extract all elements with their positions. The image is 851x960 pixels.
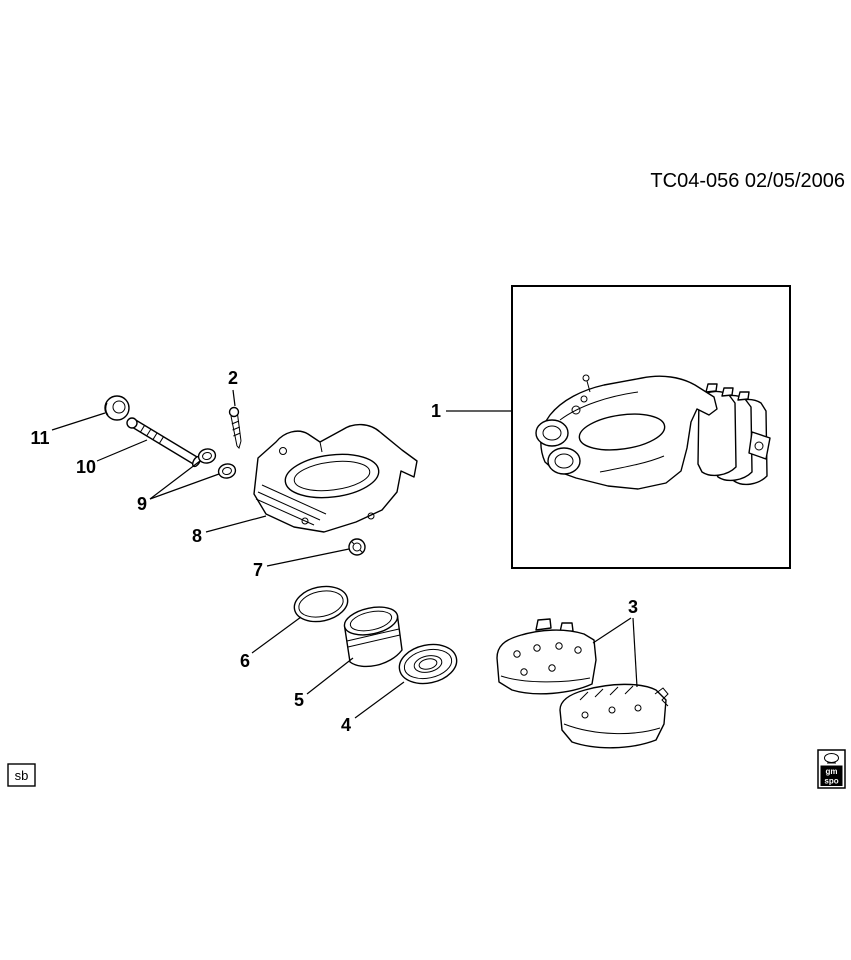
sb-box: sb	[7, 763, 36, 787]
callout-3: 3	[628, 597, 638, 617]
retainer-illustration	[348, 538, 366, 556]
piston-seal-illustration	[293, 585, 349, 623]
callout-9: 9	[137, 494, 147, 514]
leader-line-6	[251, 616, 302, 654]
leader-line-10	[96, 439, 148, 462]
callout-4: 4	[341, 715, 351, 735]
gmspo-logo-band	[820, 765, 843, 786]
piston-illustration	[343, 606, 403, 668]
caliper-assembly-illustration	[535, 374, 771, 490]
doc-code-date: TC04-056 02/05/2006	[650, 170, 845, 192]
callout-5: 5	[294, 690, 304, 710]
leader-line-3	[592, 617, 638, 688]
caliper-housing-illustration	[253, 423, 418, 533]
callout-2: 2	[228, 368, 238, 388]
gm-logo-icon	[824, 753, 839, 764]
bushing-illustrations	[197, 448, 237, 479]
leader-line-7	[266, 548, 350, 567]
callout-10: 10	[76, 457, 96, 477]
leader-line-8	[205, 515, 267, 533]
callout-8: 8	[192, 526, 202, 546]
guide-pin-illustration	[126, 417, 202, 468]
leader-line-2	[232, 389, 236, 407]
gmspo-logo-box: gm spo	[817, 749, 846, 789]
sb-label: sb	[15, 768, 29, 783]
gmspo-logo-text-spo: spo	[824, 777, 838, 786]
callout-1: 1	[431, 401, 441, 421]
assembly-frame-box	[511, 285, 791, 569]
brake-pads-illustration	[496, 618, 669, 749]
bleeder-valve-illustration	[228, 406, 242, 449]
callout-6: 6	[240, 651, 250, 671]
leader-line-4	[354, 681, 405, 719]
gmspo-logo-text-gm: gm	[826, 767, 838, 776]
piston-boot-illustration	[398, 643, 458, 685]
callout-7: 7	[253, 560, 263, 580]
pin-cap-illustration	[104, 395, 130, 421]
leader-line-9	[149, 460, 220, 500]
leader-line-5	[306, 657, 354, 695]
leader-line-11	[51, 412, 106, 431]
callout-11: 11	[30, 428, 49, 448]
